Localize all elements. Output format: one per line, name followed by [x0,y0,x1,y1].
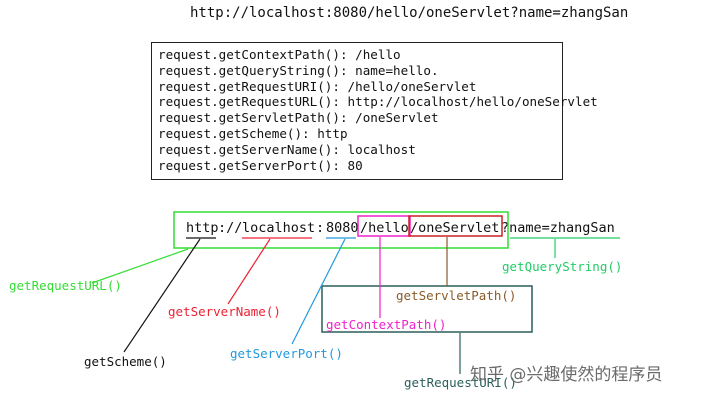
url-part-separator: :// [218,220,242,236]
api-line-server-port: request.getServerPort(): 80 [158,157,363,173]
server-name-connector [227,238,271,305]
scheme-connector [123,238,201,353]
example-url: http://localhost:8080/hello/oneServlet?n… [190,5,629,21]
api-line-context-path: request.getContextPath(): /hello [158,47,401,62]
label-get-server-port: getServerPort() [230,346,343,361]
url-part-query: ?name=zhangSan [501,220,615,236]
request-uri-box [321,285,533,333]
api-line-query-string: request.getQueryString(): name=hello. [158,62,439,78]
url-part-colon: : [316,220,324,236]
api-output-box: request.getContextPath(): /hello request… [151,42,598,180]
api-line-request-uri: request.getRequestURI(): /hello/oneServl… [158,78,477,94]
url-part-scheme: http [186,220,219,236]
label-get-context-path: getContextPath() [326,317,446,332]
api-line-servlet-path: request.getServletPath(): /oneServlet [158,110,439,126]
api-line-scheme: request.getScheme(): http [158,125,348,141]
request-url-connector [91,248,189,284]
label-get-server-name: getServerName() [168,304,281,319]
context-path-box [357,215,411,237]
api-line-request-url: request.getRequestURL(): http://localhos… [158,94,598,110]
label-get-scheme: getScheme() [84,354,167,369]
api-line-server-name: request.getServerName(): localhost [158,141,416,157]
label-get-request-uri: getRequestURI() [404,375,517,390]
watermark: 知乎 @兴趣使然的程序员 [470,365,663,385]
label-get-query-string: getQueryString() [502,259,622,274]
url-part-context: /hello [360,220,409,236]
servlet-path-box [408,215,503,237]
label-get-request-url: getRequestURL() [9,278,122,293]
url-part-port: 8080 [326,220,359,236]
label-get-servlet-path: getServletPath() [396,288,516,303]
url-part-servlet: /oneServlet [410,220,499,236]
url-part-host: localhost [242,220,315,236]
server-port-connector [291,238,346,345]
